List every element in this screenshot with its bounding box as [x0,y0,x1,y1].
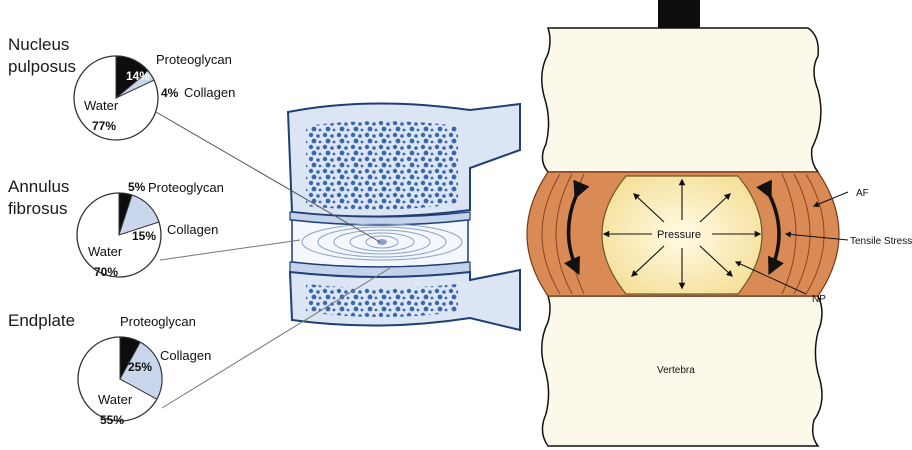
pie1-pct-collagen: 15% [132,229,156,243]
tensile-arrow-left [564,179,590,276]
pie1-label-water: Water [88,244,123,259]
pie0-label-water: Water [84,98,119,113]
connector-nucleus [155,111,381,243]
nucleus-pulposus [601,175,763,295]
pie-slice-collagen [118,194,160,236]
region-label-endplate: Endplate [8,311,75,330]
pie-slice-collagen [119,341,163,400]
lower-vertebra-texture [306,284,458,317]
pie2-label-water: Water [98,392,133,407]
af-label: AF [856,188,869,199]
pressure-arrows [602,178,762,290]
pie2-pct-proteoglycan: 8% [102,341,120,355]
pie-slice-collagen [115,70,155,99]
pie0-label-proteoglycan: Proteoglycan [156,52,232,67]
intervertebral-disc [291,219,469,268]
lower-vertebra [541,295,823,447]
upper-vertebra [541,27,822,173]
tensile-pointer [784,231,849,241]
upper-vertebra-texture [306,121,458,210]
vertebra-label: Vertebra [657,365,695,376]
pie2-pct-collagen: 25% [128,360,152,374]
pressure-label: Pressure [657,229,701,241]
pie2-label-proteoglycan: Proteoglycan [120,314,196,329]
region-label-nucleus-line2: pulposus [8,57,76,76]
tensile-stress-label: Tensile Stress [850,236,912,247]
region-label-nucleus-line1: Nucleus [8,35,69,54]
pie2-label-collagen: Collagen [160,348,211,363]
disc-mechanics-diagram [526,0,849,447]
np-pointer [734,261,807,295]
pie0-pct-proteoglycan: 14% [126,69,150,83]
pie2-pct-water: 55% [100,413,124,427]
pie0-pct-water: 77% [92,119,116,133]
connector-endplate [161,267,391,409]
pie1-pct-water: 70% [94,265,118,279]
region-label-annulus-line2: fibrosus [8,199,68,218]
region-label-annulus-line1: Annulus [8,177,69,196]
tensile-arrow-right [756,179,784,276]
connector-annulus [159,239,301,261]
spine-cross-section [286,102,521,332]
pie0-pct-collagen: 4% [161,86,179,100]
np-label: NP [812,294,826,305]
pie0-label-collagen: Collagen [184,85,235,100]
endplate-pie [77,336,163,422]
pie1-label-collagen: Collagen [167,222,218,237]
annulus-fibrosus-pie [76,192,162,278]
nucleus-pulposus-pie [73,55,159,141]
pie1-pct-proteoglycan: 5% [128,180,146,194]
pie1-label-proteoglycan: Proteoglycan [148,180,224,195]
af-pointer [812,191,849,207]
